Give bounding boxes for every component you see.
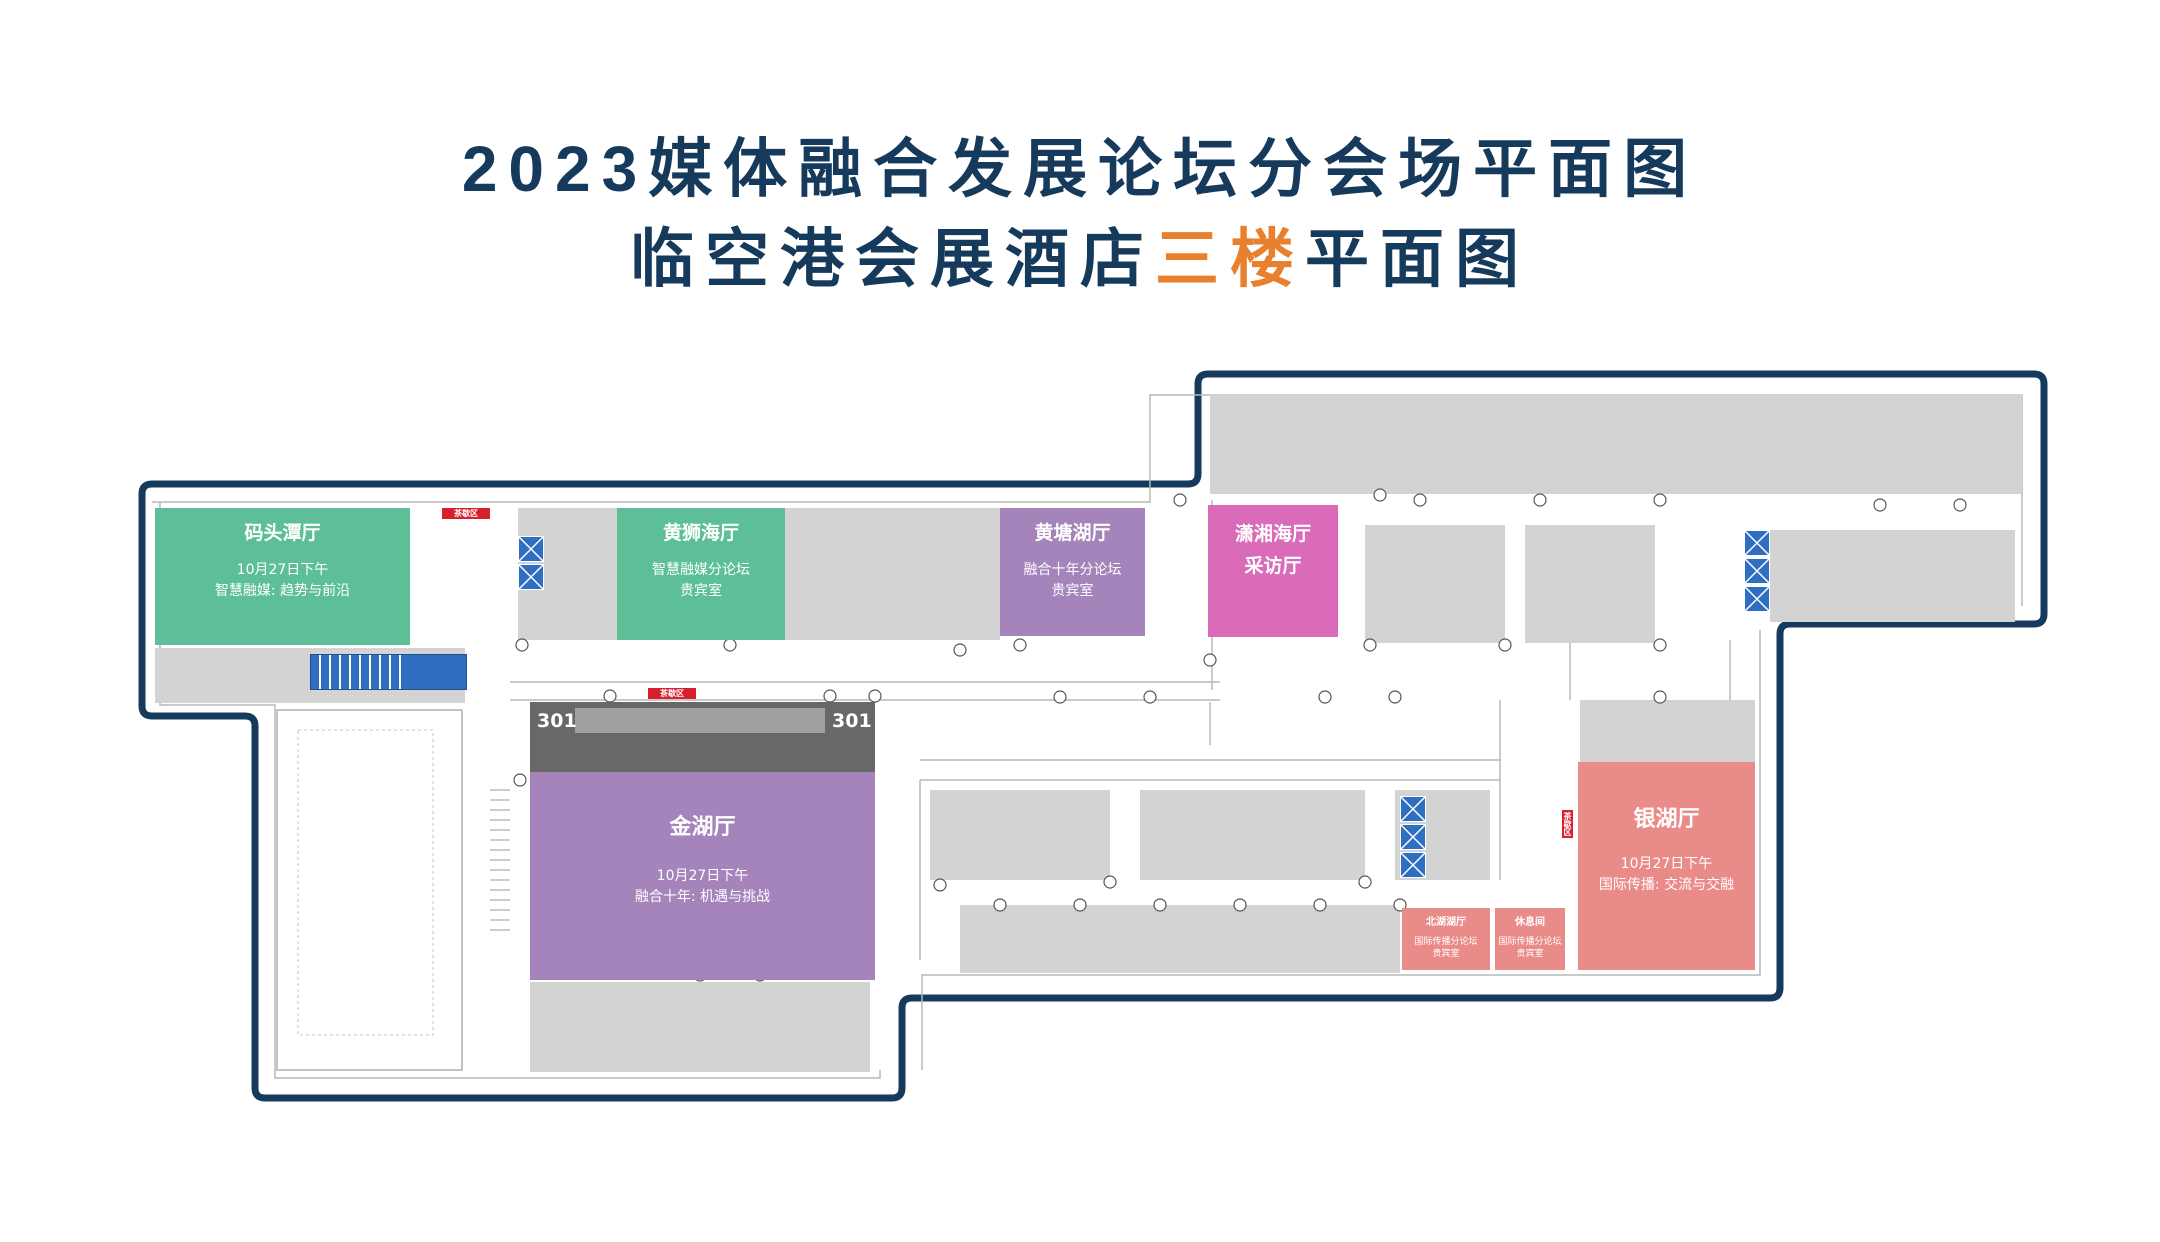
subtitle-venue: 临空港会展酒店 [630, 223, 1155, 295]
staircase [490, 789, 510, 931]
room-huangshihai-line2: 贵宾室 [680, 583, 722, 600]
elevator-icon [1400, 824, 1426, 850]
room-matoutan[interactable]: 码头潭厅 10月27日下午 智慧融媒: 趋势与前沿 [155, 508, 410, 645]
room-huangtanghu-name: 黄塘湖厅 [1034, 522, 1111, 544]
room-huangshihai[interactable]: 黄狮海厅 智慧融媒分论坛 贵宾室 [617, 508, 785, 640]
room-matoutan-name: 码头潭厅 [244, 522, 321, 544]
column-markers [513, 488, 1967, 982]
room-huangtanghu-line2: 贵宾室 [1051, 583, 1094, 600]
room-number-left: 301 [537, 710, 577, 732]
room-yinhu[interactable]: 银湖厅 10月27日下午 国际传播: 交流与交融 [1578, 762, 1755, 970]
room-xiuxi-name: 休息间 [1515, 917, 1545, 928]
room-huangshihai-line1: 智慧融媒分论坛 [652, 561, 750, 578]
map-subtitle: 临空港会展酒店三楼平面图 [0, 208, 2160, 300]
room-huangshihai-name: 黄狮海厅 [662, 522, 739, 544]
room-beihu-name: 北湖湖厅 [1426, 917, 1466, 928]
elevator-icon [1400, 796, 1426, 822]
tea-break-sign: 茶歇区 [442, 508, 490, 519]
room-jinhu-time: 10月27日下午 [656, 867, 749, 884]
room-beihu-line2: 贵宾室 [1432, 948, 1460, 959]
map-title: 2023媒体融合发展论坛分会场平面图 [461, 133, 1699, 205]
room-yinhu-time: 10月27日下午 [1620, 855, 1713, 872]
room-huangtanghu-line1: 融合十年分论坛 [1023, 561, 1122, 578]
subtitle-floor-highlight: 三楼 [1155, 223, 1305, 295]
escalator-icon [310, 654, 467, 690]
gray-rooms [155, 394, 2022, 1072]
room-xiaoxianghai-name: 潇湘海厅 [1234, 523, 1311, 545]
room-matoutan-time: 10月27日下午 [236, 561, 329, 578]
room-beihu-line1: 国际传播分论坛 [1414, 936, 1478, 947]
room-number-right: 301 [832, 710, 872, 732]
room-jinhu-name: 金湖厅 [669, 815, 736, 840]
room-matoutan-topic: 智慧融媒: 趋势与前沿 [214, 583, 351, 600]
room-xiuxi[interactable]: 休息间 国际传播分论坛 贵宾室 [1495, 908, 1565, 970]
elevator-icon [1400, 852, 1426, 878]
tea-break-sign: 茶歇区 [1562, 810, 1573, 838]
elevator-icon [1744, 530, 1770, 556]
elevator-icon [1744, 558, 1770, 584]
elevator-icon [1744, 586, 1770, 612]
room-xiaoxianghai-line1: 采访厅 [1244, 554, 1302, 577]
room-xiaoxianghai[interactable]: 潇湘海厅 采访厅 [1208, 505, 1338, 637]
tea-break-sign: 茶歇区 [648, 688, 696, 699]
room-xiuxi-line1: 国际传播分论坛 [1498, 936, 1562, 947]
room-xiuxi-line2: 贵宾室 [1516, 948, 1544, 959]
room-jinhu-topic: 融合十年: 机遇与挑战 [634, 889, 771, 906]
subtitle-suffix: 平面图 [1305, 223, 1530, 295]
exhibition-hall [276, 709, 463, 1071]
room-beihu[interactable]: 北湖湖厅 国际传播分论坛 贵宾室 [1402, 908, 1490, 970]
room-jinhu[interactable]: 金湖厅 10月27日下午 融合十年: 机遇与挑战 [530, 772, 875, 980]
room-yinhu-topic: 国际传播: 交流与交融 [1598, 877, 1735, 894]
elevator-icon [518, 564, 544, 590]
stage-platform [575, 708, 825, 733]
room-yinhu-name: 银湖厅 [1633, 807, 1700, 832]
room-huangtanghu[interactable]: 黄塘湖厅 融合十年分论坛 贵宾室 [1000, 508, 1145, 636]
elevator-icon [518, 536, 544, 562]
